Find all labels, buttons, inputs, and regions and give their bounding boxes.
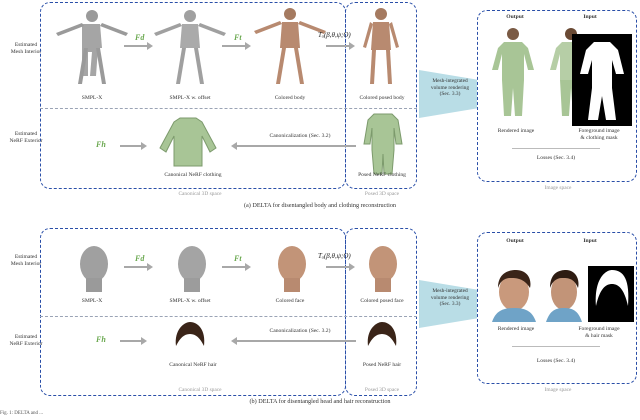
losses-line: [512, 148, 600, 149]
colored-posed-body-figure: [363, 8, 399, 84]
label-canonical-space-b: Canonical 3D space: [178, 387, 222, 393]
op-ft: Ft: [234, 33, 242, 42]
smplx-head-figure: [80, 246, 108, 292]
rendered-head-figure: [486, 266, 542, 322]
label-colored-face: Colored face: [275, 298, 305, 304]
label-colored-posed-face: Colored posed face: [360, 298, 404, 304]
label-canonicalization: Canonicalization (Sec. 3.2): [269, 133, 331, 139]
image-space-box: [477, 10, 637, 182]
colored-body-figure: [254, 8, 326, 84]
label-smplx-b: SMPL-X: [81, 298, 103, 304]
row-label-nerf-exterior: Estimated NeRF Exterior: [9, 131, 43, 144]
label-foreground: Foreground image & clothing mask: [578, 128, 620, 141]
rendered-output-figure: [492, 28, 534, 116]
arrow-ft-b: [222, 263, 251, 271]
posed-space-box-b: [345, 228, 417, 396]
caption-a: (a) DELTA for disentangled body and clot…: [243, 202, 397, 209]
op-transform-b: Tₐ(β,θ,ψ;O): [318, 252, 351, 260]
row-label-mesh-interior-b: Estimated Mesh Interior: [10, 254, 42, 267]
label-canonical-hair: Canonical NeRF hair: [169, 362, 217, 368]
label-image-space: Image space: [544, 185, 572, 191]
losses-line-b: [512, 346, 600, 347]
label-posed-space-b: Posed 3D space: [364, 387, 400, 393]
label-output-b: Output: [506, 238, 524, 244]
arrow-fd-b: [124, 263, 153, 271]
label-posed-clothing: Posed NeRF clothing: [358, 172, 406, 178]
smplx-head-offset-figure: [178, 246, 206, 292]
op-ft-b: Ft: [234, 254, 242, 263]
label-colored-posed-body: Colored posed body: [359, 95, 405, 101]
smplx-offset-figure: [154, 10, 226, 84]
arrow-ft: [222, 42, 251, 50]
arrow-transform: [326, 42, 355, 50]
clothing-mask-figure: [572, 34, 632, 126]
arrow-transform-b: [326, 263, 355, 271]
figure-footer: Fig. 1: DELTA and ...: [0, 411, 44, 416]
label-render: Mesh-integrated volume rendering (Sec. 3…: [430, 78, 470, 97]
arrow-fh: [120, 142, 147, 150]
label-rendered-image: Rendered image: [497, 128, 535, 134]
label-input: Input: [583, 14, 597, 20]
label-posed-hair: Posed NeRF hair: [362, 362, 402, 368]
label-posed-space: Posed 3D space: [364, 191, 400, 197]
label-smplx-offset-b: SMPL-X w. offset: [169, 298, 211, 304]
colored-face-figure: [278, 246, 306, 292]
label-image-space-b: Image space: [544, 387, 572, 393]
arrow-canonicalization: [231, 142, 356, 150]
posed-hair-figure: [367, 322, 397, 346]
label-rendered-image-b: Rendered image: [497, 326, 535, 332]
op-fd-b: Fd: [135, 254, 145, 263]
label-canonical-space: Canonical 3D space: [178, 191, 222, 197]
arrow-canonicalization-b: [231, 337, 356, 345]
input-head-figure: [546, 270, 582, 322]
row-label-mesh-interior: Estimated Mesh Interior: [10, 42, 42, 55]
row-separator-b: [40, 316, 417, 317]
hair-mask-figure: [588, 266, 634, 322]
op-fh: Fh: [96, 140, 106, 149]
op-transform: Tₐ(β,θ,ψ;O): [318, 31, 351, 39]
arrow-fd: [124, 42, 153, 50]
canonical-hair-figure: [175, 322, 205, 346]
label-smplx: SMPL-X: [81, 95, 103, 101]
caption-b: (b) DELTA for disentangled head and hair…: [249, 398, 391, 405]
arrow-fh-b: [120, 337, 147, 345]
row-label-nerf-exterior-b: Estimated NeRF Exterior: [9, 334, 43, 347]
row-separator: [40, 108, 417, 109]
op-fh-b: Fh: [96, 335, 106, 344]
label-colored-body: Colored body: [274, 95, 306, 101]
label-input-b: Input: [583, 238, 597, 244]
posed-space-box: [345, 2, 417, 189]
label-render-b: Mesh-integrated volume rendering (Sec. 3…: [430, 288, 470, 307]
label-smplx-offset: SMPL-X w. offset: [169, 95, 211, 101]
label-canonicalization-b: Canonicalization (Sec. 3.2): [269, 328, 331, 334]
colored-posed-face-figure: [369, 246, 397, 292]
label-output: Output: [506, 14, 524, 20]
label-losses: Losses (Sec. 3.4): [536, 155, 576, 161]
label-losses-b: Losses (Sec. 3.4): [536, 358, 576, 364]
canonical-clothing-figure: [159, 117, 217, 167]
label-canonical-clothing: Canonical NeRF clothing: [164, 172, 222, 178]
image-space-box-b: [477, 232, 637, 384]
label-foreground-b: Foreground image & hair mask: [578, 326, 620, 339]
posed-clothing-figure: [363, 113, 403, 175]
smplx-body-figure: [56, 10, 128, 84]
op-fd: Fd: [135, 33, 145, 42]
